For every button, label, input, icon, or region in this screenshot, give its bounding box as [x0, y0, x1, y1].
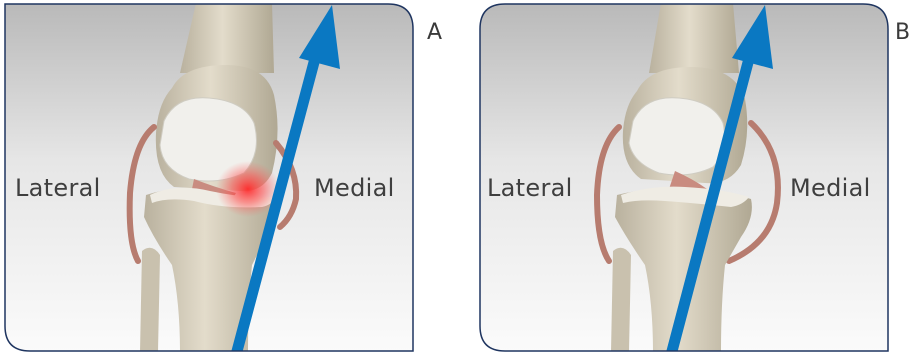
femur-shaft: [180, 3, 274, 73]
panel-letter-b: B: [895, 20, 910, 45]
medial-label-a: Medial: [314, 174, 395, 202]
medial-label-b: Medial: [790, 174, 871, 202]
panel-letter-a: A: [427, 20, 442, 45]
panel-b: Lateral Medial: [479, 3, 889, 352]
femur-shaft: [649, 3, 739, 73]
lateral-label-b: Lateral: [487, 174, 573, 202]
panel-a: Lateral Medial: [4, 3, 414, 352]
lateral-label-a: Lateral: [15, 174, 101, 202]
